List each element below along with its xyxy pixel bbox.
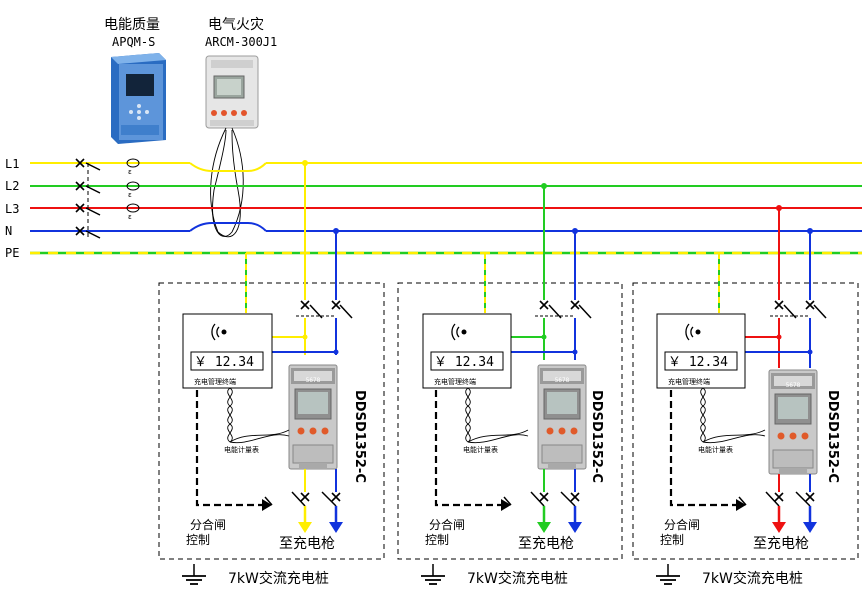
charger-unit-2: ￥ 12.34 充电管理终端 5678 DDSD1352-C 电能计量表 分合闸… <box>397 183 623 587</box>
unit2-meter-model: DDSD1352-C <box>589 390 604 483</box>
unit1-meter-label: 电能计量表 <box>224 445 259 454</box>
unit2-terminal-label: 充电管理终端 <box>434 377 476 386</box>
unit3-to-charger: 至充电枪 <box>753 535 809 552</box>
main-breaker <box>75 158 101 240</box>
unit1-control-label-2: 控制 <box>186 533 210 547</box>
bus-label-l3: L3 <box>5 202 19 216</box>
device-fire: 电气火灾 ARCM-300J1 <box>205 16 277 129</box>
device-fire-model: ARCM-300J1 <box>205 35 277 49</box>
unit3-control-label-1: 分合闸 <box>664 517 700 532</box>
bus-label-l1: L1 <box>5 157 19 171</box>
svg-text:ε: ε <box>128 191 132 199</box>
bus-n <box>30 222 862 232</box>
bus-l1 <box>30 162 862 172</box>
unit1-control-label-1: 分合闸 <box>190 517 226 532</box>
unit2-control-label-2: 控制 <box>425 533 449 547</box>
current-transformers: ε ε ε <box>126 158 140 221</box>
unit2-control-label-1: 分合闸 <box>429 517 465 532</box>
unit1-to-charger: 至充电枪 <box>279 535 335 552</box>
charger-unit-3: ￥ 12.34 充电管理终端 5678 DDSD1352-C 电能计量表 分合闸… <box>632 205 859 587</box>
device-power-quality-model: APQM-S <box>112 35 155 49</box>
bus-label-l2: L2 <box>5 179 19 193</box>
unit1-screen: ￥ 12.34 <box>194 355 254 370</box>
unit2-meter-label: 电能计量表 <box>463 445 498 454</box>
svg-text:ε: ε <box>128 168 132 176</box>
unit3-meter-display: 5678 <box>786 382 801 389</box>
unit3-control-label-2: 控制 <box>660 533 684 547</box>
unit1-terminal-label: 充电管理终端 <box>194 377 236 386</box>
unit3-title: 7kW交流充电桩 <box>702 570 803 587</box>
unit3-meter-model: DDSD1352-C <box>825 390 840 483</box>
unit1-meter-display: 5678 <box>306 377 321 384</box>
unit2-meter-display: 5678 <box>555 377 570 384</box>
unit2-screen: ￥ 12.34 <box>434 355 494 370</box>
power-quality-meter-image <box>111 53 166 144</box>
arc-fire-detector-image <box>205 55 259 129</box>
unit2-title: 7kW交流充电桩 <box>467 570 568 587</box>
charger-unit-1: ￥ 12.34 充电管理终端 5678 DDSD1352-C 电能计量表 分合闸… <box>158 160 385 587</box>
unit3-terminal-label: 充电管理终端 <box>668 377 710 386</box>
device-power-quality-title: 电能质量 <box>104 17 160 33</box>
bus-label-n: N <box>5 224 12 238</box>
svg-text:ε: ε <box>128 213 132 221</box>
device-power-quality: 电能质量 APQM-S <box>104 17 166 144</box>
unit1-title: 7kW交流充电桩 <box>228 570 329 587</box>
device-fire-title: 电气火灾 <box>208 16 264 33</box>
unit3-meter-label: 电能计量表 <box>698 445 733 454</box>
bus-label-pe: PE <box>5 246 19 260</box>
unit2-to-charger: 至充电枪 <box>518 535 574 552</box>
unit3-screen: ￥ 12.34 <box>668 355 728 370</box>
unit1-meter-model: DDSD1352-C <box>352 390 367 483</box>
